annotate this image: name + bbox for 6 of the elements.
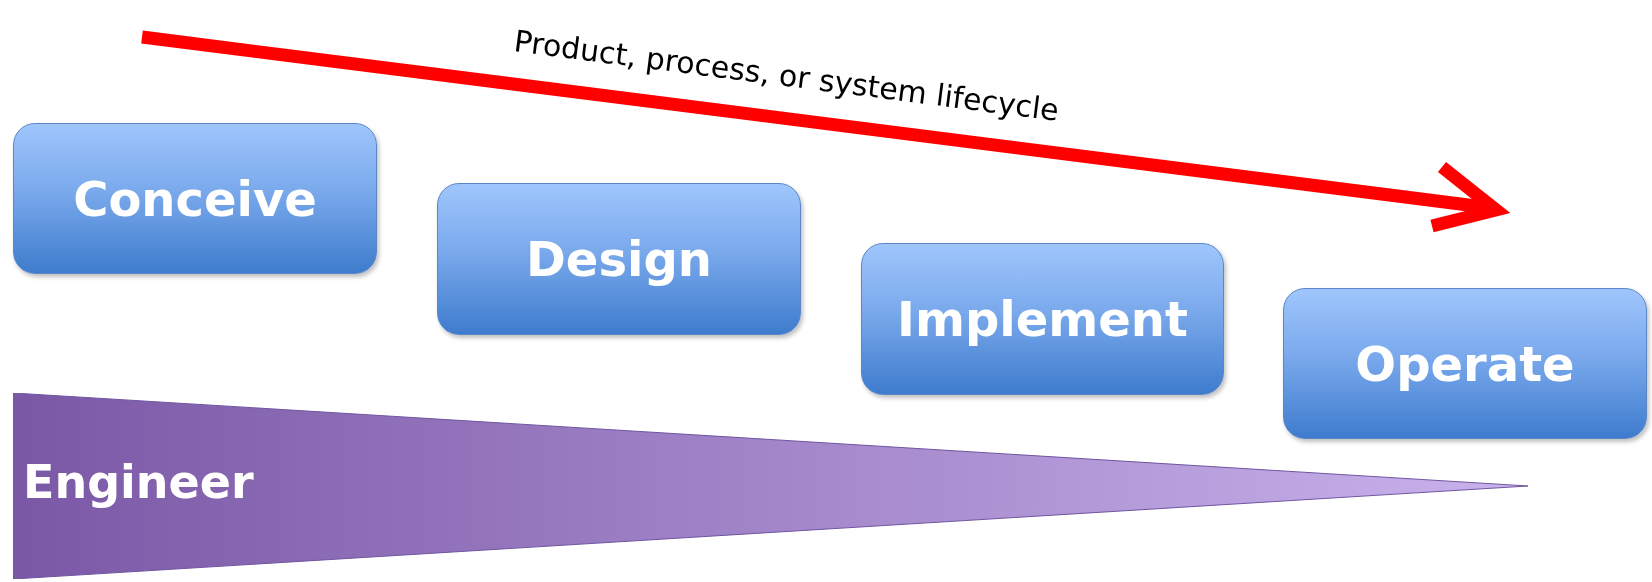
wedge-label: Engineer [23,455,254,509]
arrow-label: Product, process, or system lifecycle [512,23,1061,128]
process-box: Design [437,183,801,335]
process-box: Implement [861,243,1224,395]
process-box: Operate [1283,288,1647,439]
process-box: Conceive [13,123,377,274]
